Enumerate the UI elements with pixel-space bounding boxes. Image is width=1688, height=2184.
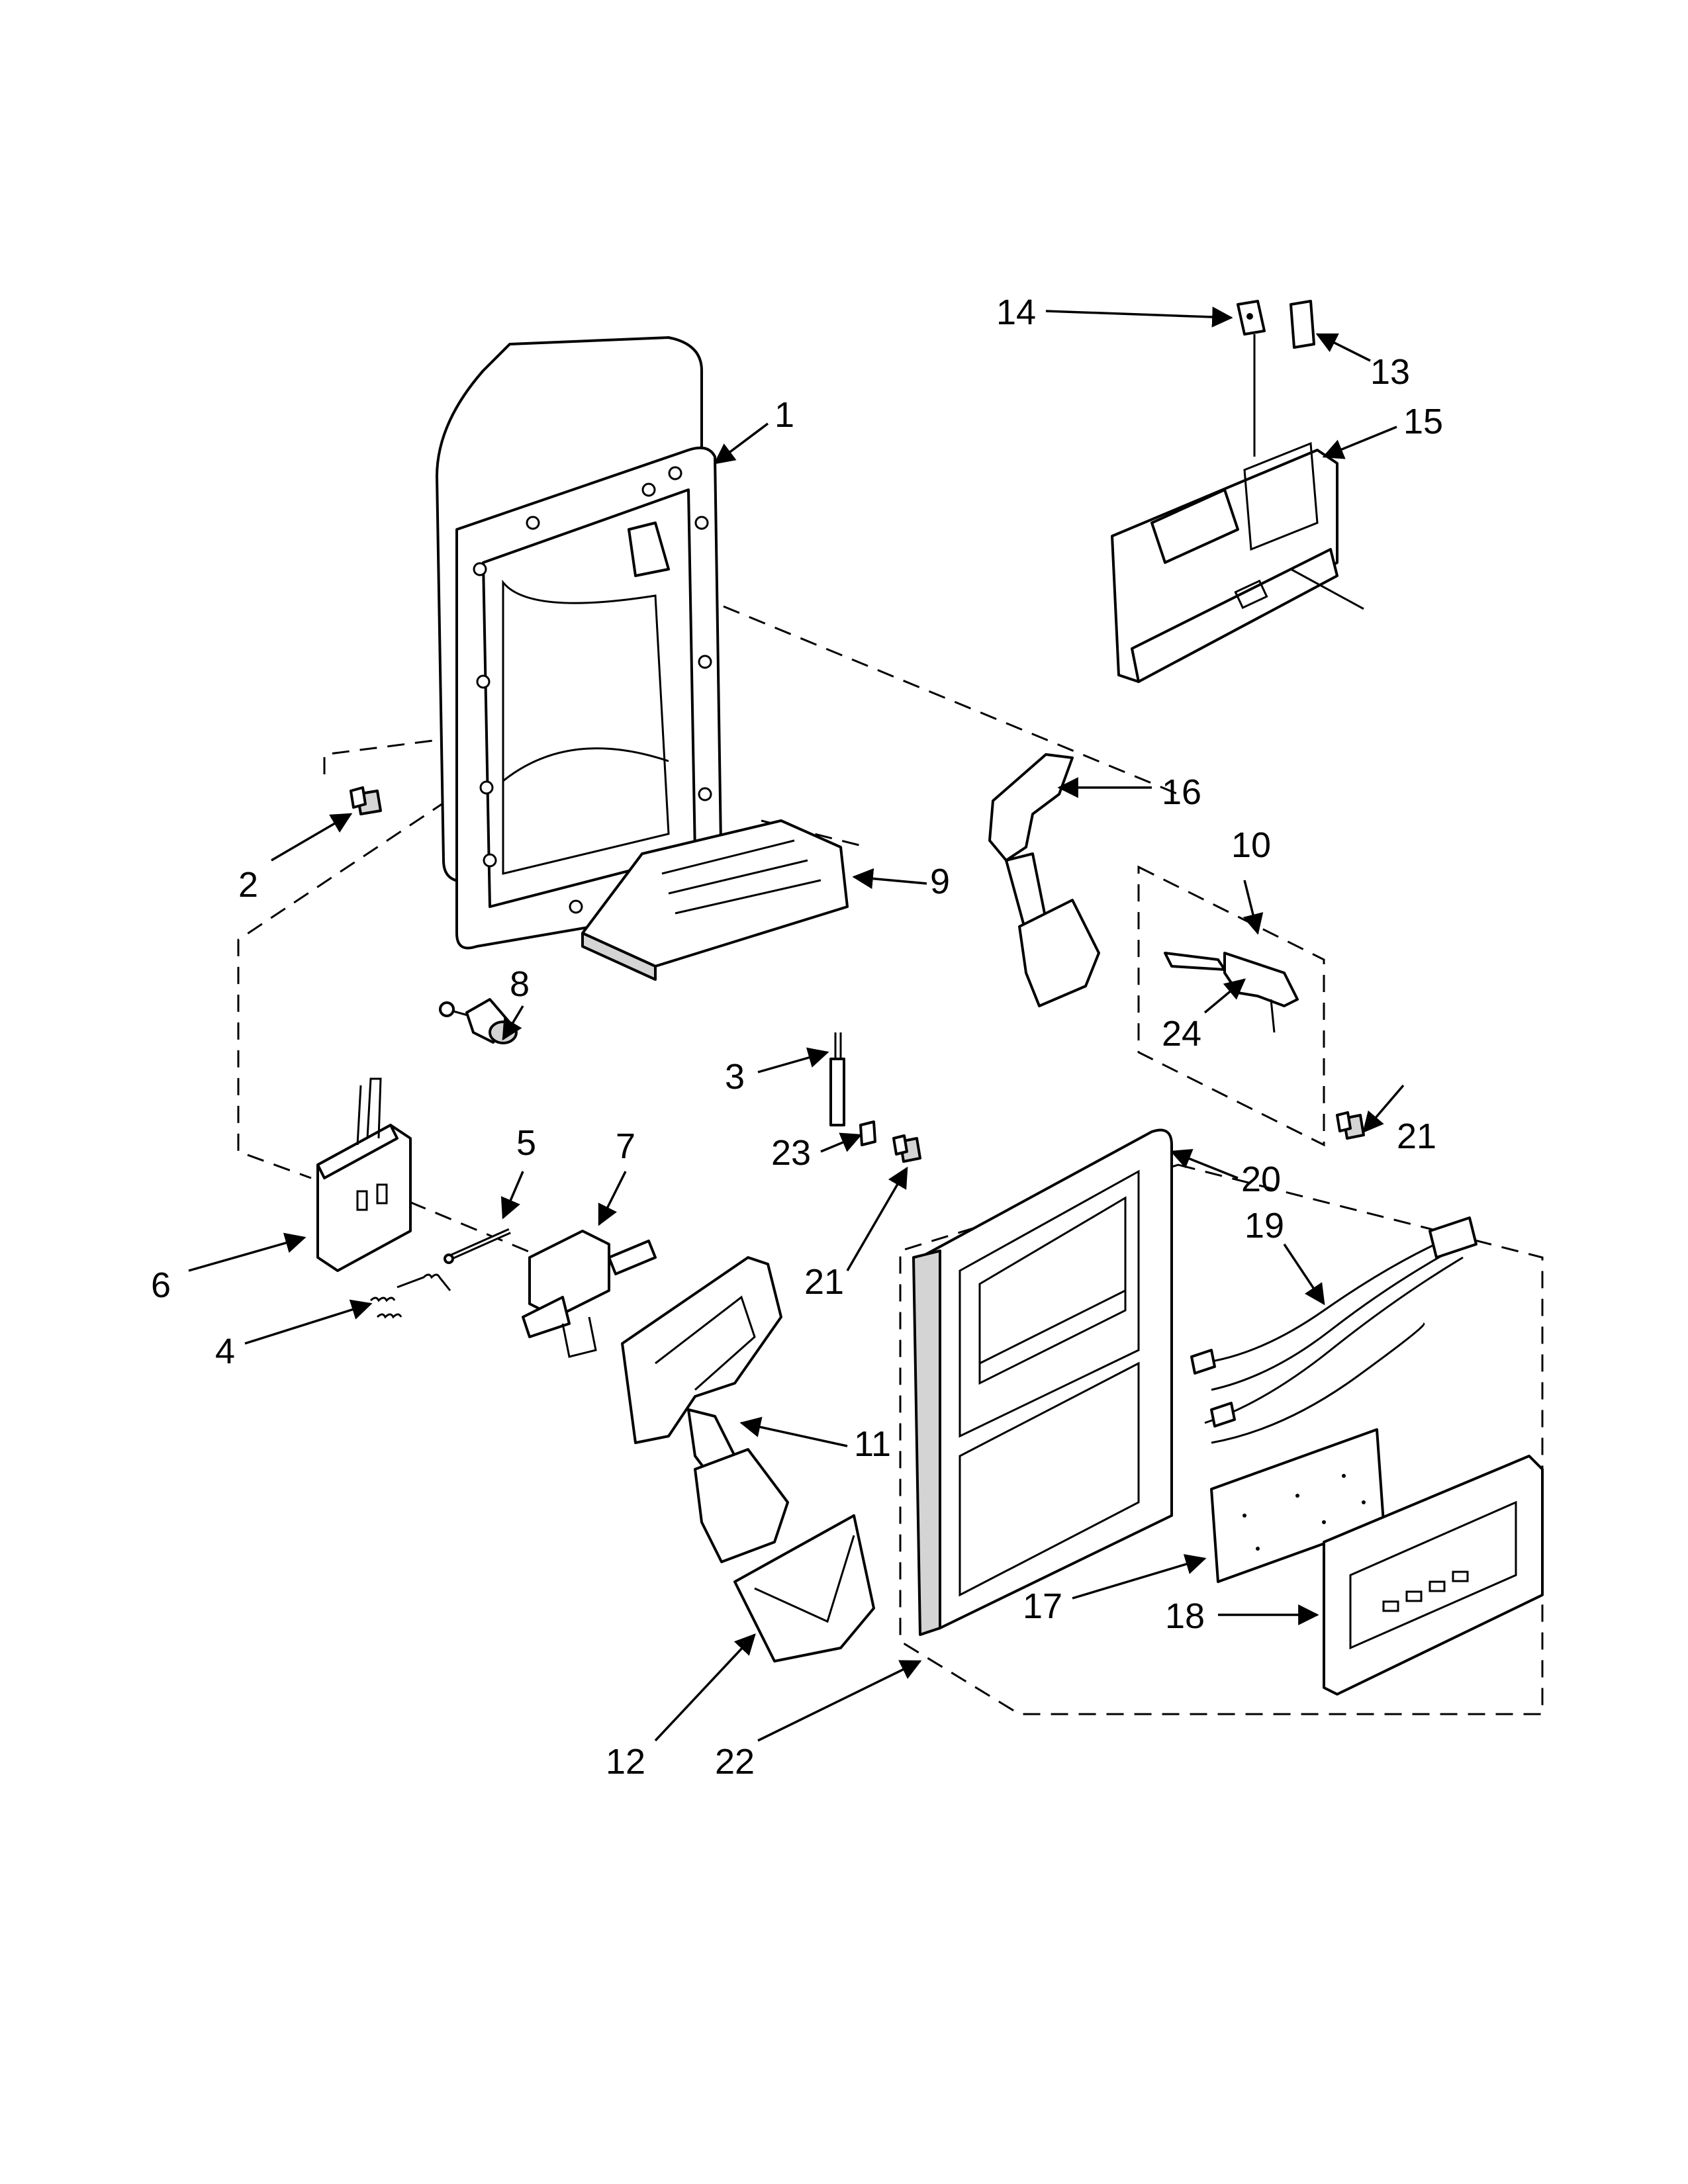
leader-lines: [188, 306, 1405, 1742]
callout-23: 23: [771, 1133, 811, 1173]
part-7-switch-bracket: [522, 1230, 657, 1358]
callout-15: 15: [1403, 402, 1443, 441]
part-9-drip-tray: [581, 819, 849, 981]
part-12-chute: [733, 1514, 875, 1662]
part-20-faceplate-frame: [912, 1128, 1173, 1636]
callout-13: 13: [1370, 352, 1410, 392]
callout-11: 11: [854, 1424, 891, 1464]
part-5-rod: [444, 1228, 511, 1264]
callout-21: 21: [804, 1262, 844, 1302]
part-3-switch: [829, 1032, 845, 1126]
callout-6: 6: [151, 1265, 171, 1305]
callout-10: 10: [1231, 825, 1271, 865]
callout-18: 18: [1165, 1596, 1205, 1636]
part-16-water-paddle: [988, 753, 1100, 1007]
callout-3: 3: [725, 1057, 745, 1097]
callout-5: 5: [516, 1123, 536, 1163]
part-14-micro-switch: [1237, 300, 1266, 457]
part-21-screw-a: [892, 1134, 921, 1163]
part-11-ice-paddle: [621, 1256, 789, 1563]
part-23-insulator: [859, 1120, 876, 1146]
callout-16: 16: [1162, 772, 1201, 812]
part-21-screw-b: [1336, 1111, 1365, 1140]
part-4-springs: [369, 1273, 451, 1319]
callout-22: 22: [715, 1742, 755, 1782]
callout-9: 9: [930, 862, 950, 901]
callout-2: 2: [238, 865, 258, 905]
part-1-dispenser-housing: [436, 336, 723, 950]
faceplate-assembly-box: [899, 1163, 1544, 1715]
callout-4: 4: [215, 1332, 235, 1371]
guide-line-trim: [761, 819, 868, 848]
callout-8: 8: [510, 964, 530, 1004]
callout-21b: 21: [1397, 1116, 1436, 1156]
housing-screw-holes: [473, 466, 712, 914]
callout-20: 20: [1241, 1160, 1281, 1199]
callout-14: 14: [996, 293, 1036, 332]
part-2-screw: [350, 786, 382, 815]
part-18-control-panel: [1323, 1455, 1544, 1696]
part-15-bracket: [1111, 441, 1364, 683]
part-6-light-housing: [316, 1077, 412, 1272]
callout-17: 17: [1023, 1586, 1062, 1626]
callout-24: 24: [1162, 1014, 1201, 1054]
part-19-wire-harness: [1190, 1216, 1477, 1444]
callout-1: 1: [774, 395, 794, 435]
callout-19: 19: [1244, 1206, 1284, 1246]
part-13-insulator: [1289, 300, 1315, 349]
callout-labels: 1 2 3 4 5 6 7 8 9 10 11 12 13 14 15 16 1…: [151, 293, 1443, 1782]
callout-12: 12: [606, 1742, 645, 1782]
callout-7: 7: [616, 1126, 635, 1166]
paddle-assembly-box: [1137, 865, 1325, 1147]
